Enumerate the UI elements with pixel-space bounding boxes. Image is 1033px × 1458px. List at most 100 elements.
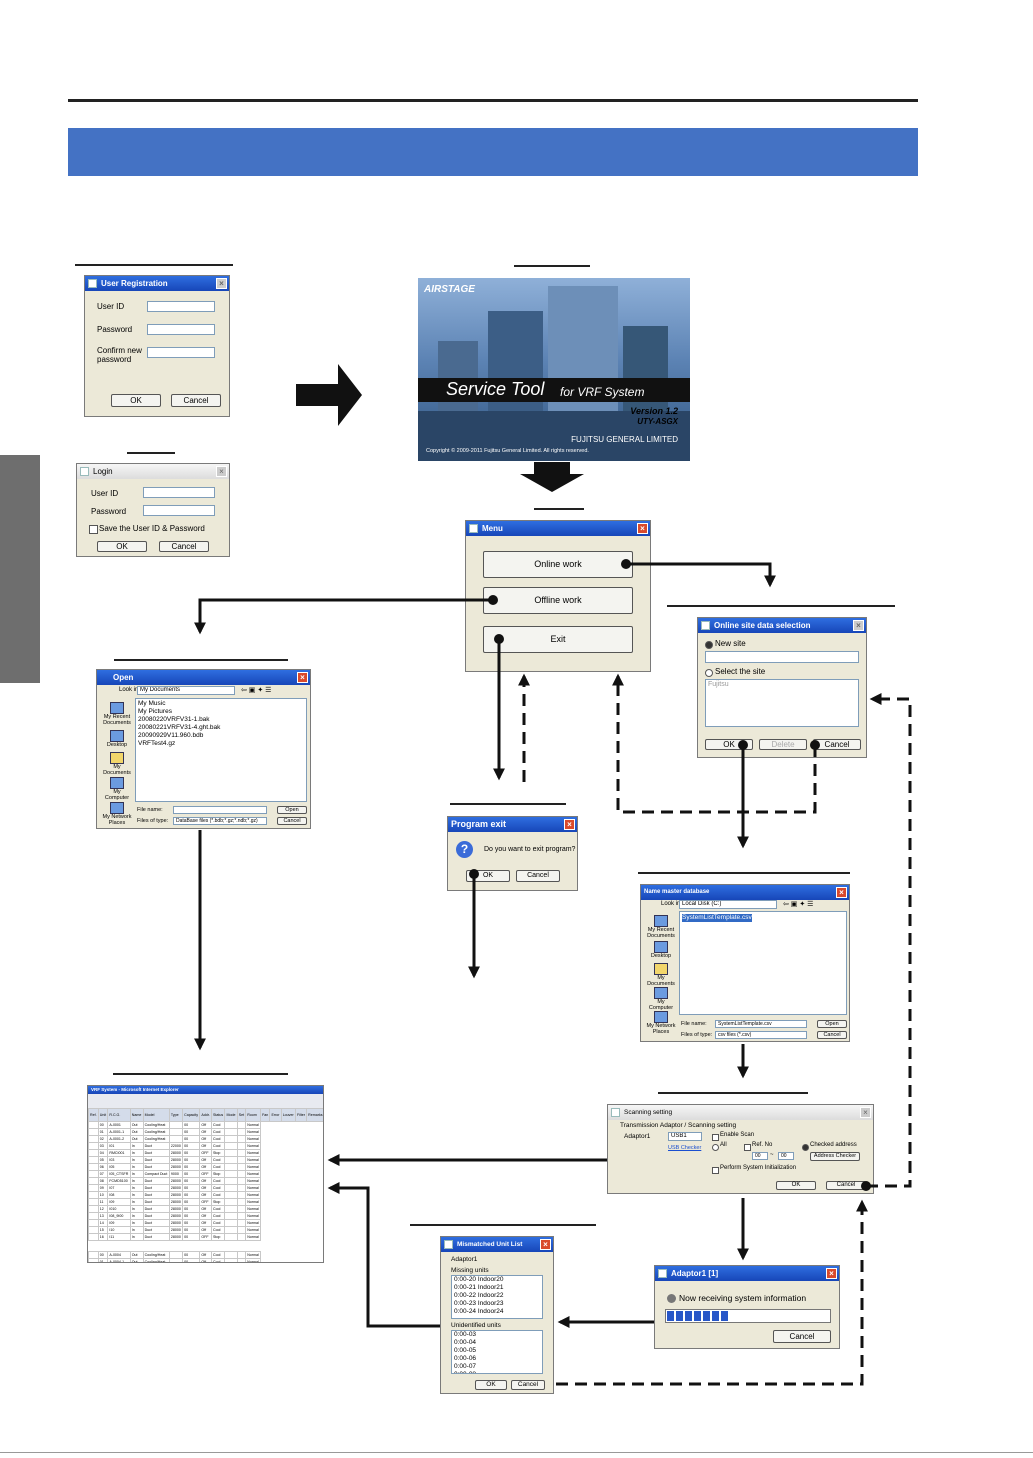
cancel-button[interactable]: Cancel (277, 817, 307, 825)
ok-button[interactable]: OK (111, 394, 161, 407)
close-icon[interactable]: × (564, 819, 575, 830)
place-documents[interactable]: My Documents (101, 748, 133, 776)
list-item[interactable]: 0:00-08 (454, 1371, 542, 1373)
list-item[interactable]: 0:00-22 Indoor22 (454, 1292, 504, 1299)
close-icon[interactable]: × (637, 523, 648, 534)
ok-button[interactable]: OK (97, 541, 147, 552)
file-item[interactable]: My Pictures (138, 708, 172, 715)
user-id-label: User ID (97, 302, 125, 311)
file-name-field[interactable]: SystemListTemplate.csv (715, 1020, 807, 1028)
close-icon[interactable]: × (216, 278, 227, 289)
save-checkbox[interactable] (89, 525, 98, 534)
look-in-select[interactable]: My Documents (137, 686, 235, 695)
place-network[interactable]: My Network Places (645, 1007, 677, 1035)
ref-from-field[interactable]: 00 (752, 1152, 768, 1160)
ok-button[interactable]: OK (776, 1181, 816, 1190)
close-icon[interactable]: × (853, 620, 864, 631)
cancel-button[interactable]: Cancel (817, 1031, 847, 1039)
usb-checker-link[interactable]: USB Checker (668, 1145, 702, 1151)
close-icon[interactable]: × (826, 1268, 837, 1279)
file-item[interactable]: My Music (138, 700, 166, 707)
place-recent[interactable]: My Recent Documents (101, 698, 133, 726)
place-network[interactable]: My Network Places (101, 798, 133, 826)
product-name: Service Tool (446, 379, 545, 399)
caption-underline (114, 659, 288, 661)
password-field[interactable] (143, 505, 215, 516)
delete-button[interactable]: Delete (759, 739, 807, 750)
cancel-button[interactable]: Cancel (511, 1380, 545, 1390)
file-type-select[interactable]: DataBase files (*.bdb;*.gz;*.ndb;*.gz) (173, 817, 267, 825)
toolbar-icons[interactable]: ⇦ ▣ ✦ ☰ (783, 901, 814, 908)
user-id-field[interactable] (143, 487, 215, 498)
all-radio[interactable] (712, 1144, 719, 1151)
open-button[interactable]: Open (817, 1020, 847, 1028)
place-recent[interactable]: My Recent Documents (645, 911, 677, 939)
place-computer[interactable]: My Computer (101, 773, 133, 801)
list-item[interactable]: 0:00-04 (454, 1339, 477, 1346)
cancel-button[interactable]: Cancel (159, 541, 209, 552)
table-cell: Normal (245, 1258, 262, 1262)
place-desktop[interactable]: Desktop (101, 726, 133, 748)
file-list[interactable]: My Music My Pictures 20080220VRFV31-1.ba… (135, 698, 307, 802)
question-icon: ? (456, 841, 473, 858)
confirm-password-field[interactable] (147, 347, 215, 358)
address-checker-button[interactable]: Address Checker (810, 1152, 860, 1161)
file-list[interactable]: SystemListTemplate.csv (679, 911, 847, 1015)
exit-button[interactable]: Exit (483, 626, 633, 653)
port-select[interactable]: USB1 (668, 1132, 702, 1141)
close-icon[interactable]: × (836, 887, 847, 898)
file-name-field[interactable] (173, 806, 267, 814)
offline-work-button[interactable]: Offline work (483, 587, 633, 614)
look-in-select[interactable]: Local Disk (C:) (679, 900, 777, 909)
file-item[interactable]: SystemListTemplate.csv (682, 914, 752, 922)
perform-init-checkbox[interactable] (712, 1167, 719, 1174)
file-item[interactable]: 20080221VRFV31-4.ght.bak (138, 724, 221, 731)
list-item[interactable]: 0:00-06 (454, 1355, 477, 1362)
new-site-field[interactable] (705, 651, 859, 663)
list-item[interactable]: 0:00-24 Indoor24 (454, 1308, 504, 1315)
file-item[interactable]: 20080220VRFV31-1.bak (138, 716, 210, 723)
list-item[interactable]: 0:00-23 Indoor23 (454, 1300, 504, 1307)
close-icon[interactable]: × (540, 1239, 551, 1250)
close-icon[interactable]: × (216, 466, 227, 477)
open-button[interactable]: Open (277, 806, 307, 814)
list-item[interactable]: 0:00-03 (454, 1331, 477, 1338)
close-icon[interactable]: × (860, 1107, 871, 1118)
user-id-field[interactable] (147, 301, 215, 312)
online-work-button[interactable]: Online work (483, 551, 633, 578)
user-id-label: User ID (91, 489, 119, 498)
cancel-button[interactable]: Cancel (171, 394, 221, 407)
ok-button[interactable]: OK (705, 739, 753, 750)
ref-to-field[interactable]: 00 (778, 1152, 794, 1160)
list-item[interactable]: 0:00-05 (454, 1347, 477, 1354)
password-field[interactable] (147, 324, 215, 335)
list-item[interactable]: 0:00-20 Indoor20 (454, 1276, 504, 1283)
ok-button[interactable]: OK (475, 1380, 507, 1390)
list-item[interactable]: 0:00-07 (454, 1363, 477, 1370)
title-bar (418, 378, 690, 402)
place-documents[interactable]: My Documents (645, 959, 677, 987)
file-item[interactable]: 20090929V11.960.bdb (138, 732, 204, 739)
new-site-radio[interactable] (705, 641, 713, 649)
enable-scan-checkbox[interactable] (712, 1134, 719, 1141)
close-icon[interactable]: × (297, 672, 308, 683)
cancel-button[interactable]: Cancel (516, 870, 560, 882)
checked-address-radio[interactable] (802, 1144, 809, 1151)
site-list[interactable]: Fujitsu (705, 679, 859, 727)
place-desktop[interactable]: Desktop (645, 937, 677, 959)
select-site-radio[interactable] (705, 669, 713, 677)
file-type-select[interactable]: csv files (*.csv) (715, 1031, 807, 1039)
place-computer[interactable]: My Computer (645, 983, 677, 1011)
file-item[interactable]: VRFTest4.gz (138, 740, 176, 747)
unidentified-units-list[interactable]: 0:00-030:00-040:00-050:00-060:00-070:00-… (451, 1330, 543, 1374)
group-label: Transmission Adaptor / Scanning setting (620, 1122, 737, 1129)
connector-offline (194, 598, 493, 635)
site-list-item[interactable]: Fujitsu (708, 681, 729, 688)
scanning-setting-window: Scanning setting× Transmission Adaptor /… (607, 1104, 874, 1194)
ref-no-checkbox[interactable] (744, 1144, 751, 1151)
cancel-button[interactable]: Cancel (773, 1330, 831, 1343)
list-item[interactable]: 0:00-21 Indoor21 (454, 1284, 504, 1291)
toolbar-icons[interactable]: ⇦ ▣ ✦ ☰ (241, 687, 272, 694)
